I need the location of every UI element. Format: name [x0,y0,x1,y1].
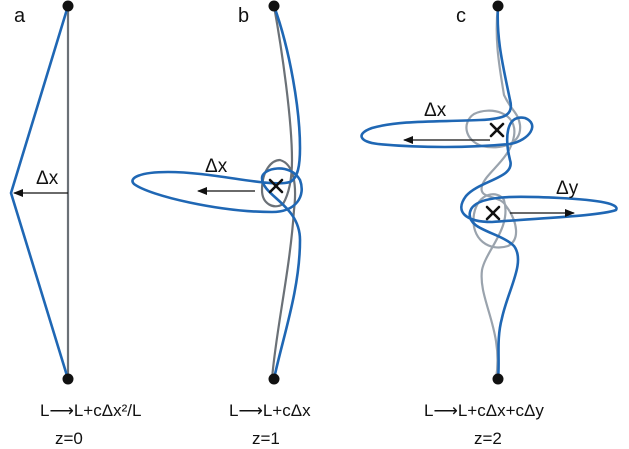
panel-c-formula: L⟶L+cΔx+cΔy [424,401,544,420]
panel-b-reference-chain [260,4,297,381]
panel-b-obstacle-cross [268,178,284,194]
panel-b-z: z=1 [252,429,280,448]
panel-c-z: z=2 [474,429,502,448]
panel-b-bottom-endpoint [268,373,280,385]
panel-b: b Δx L⟶L+cΔx z=1 [131,0,311,448]
panel-c-obstacle-cross-upper [489,122,505,138]
panel-c-label: c [456,5,466,27]
panel-a-label: a [14,5,26,27]
panel-a-z: z=0 [55,429,83,448]
panel-a-top-endpoint [62,0,74,12]
panel-a-bottom-endpoint [62,373,74,385]
panel-c-reference-chain [465,4,522,381]
panel-c-bottom-endpoint [492,373,504,385]
panel-a: a Δx L⟶L+cΔx²/L z=0 [9,0,141,448]
panel-a-dx-label: Δx [36,168,59,189]
panel-c-obstacle-cross-lower [485,205,501,221]
panel-c-stretched-chain [360,4,618,381]
panel-a-stretched-chain [9,4,70,381]
panel-b-formula: L⟶L+cΔx [229,401,311,420]
panel-b-stretched-chain [131,4,303,381]
panel-b-top-endpoint [268,0,280,12]
panel-c-dx-label: Δx [424,100,447,121]
panel-c-dy-label: Δy [556,178,579,199]
panel-b-label: b [238,5,249,27]
panel-c: c Δx Δy L⟶L+cΔx+cΔy z=2 [360,0,618,448]
panel-b-dx-label: Δx [205,156,228,177]
panel-c-top-endpoint [492,0,504,12]
panel-a-formula: L⟶L+cΔx²/L [40,401,141,420]
